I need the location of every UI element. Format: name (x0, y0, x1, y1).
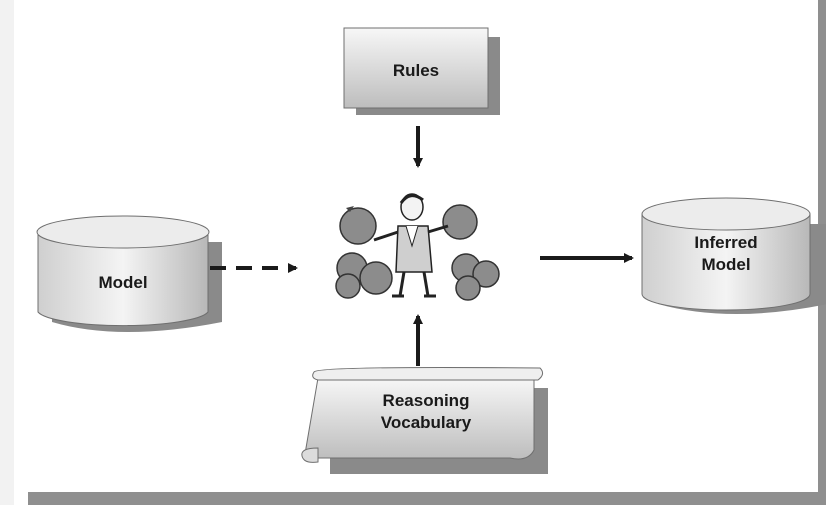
reasoning-vocabulary-label: Reasoning Vocabulary (380, 391, 472, 432)
model-label: Model (98, 273, 148, 292)
model-cylinder (36, 215, 222, 332)
rules-label: Rules (392, 61, 440, 80)
inferred-model-label: Inferred Model (694, 233, 758, 274)
rules-box (343, 27, 500, 115)
reasoning-vocabulary-scroll (301, 367, 548, 474)
reasoner-juggler-icon (335, 193, 500, 301)
inferred-model-cylinder (641, 197, 826, 314)
slide-bottom-border (28, 492, 826, 505)
slide-left-margin (0, 0, 14, 505)
